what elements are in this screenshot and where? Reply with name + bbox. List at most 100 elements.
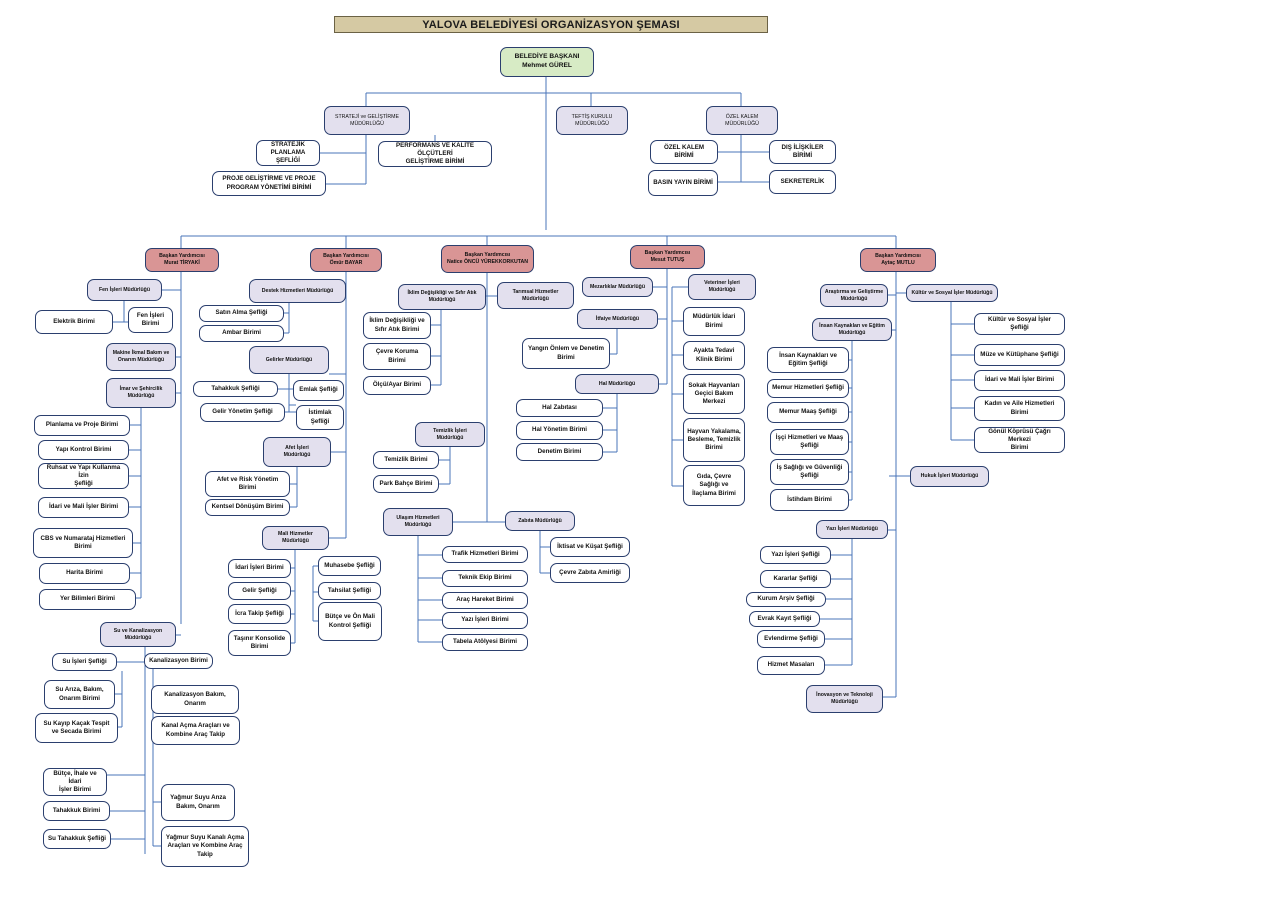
- node-label: Tabela Atölyesi Birimi: [453, 638, 517, 646]
- node-label: Su Arıza, Bakım, Onarım Birimi: [55, 686, 104, 702]
- node-olcu-ayar: Ölçü/Ayar Birimi: [363, 376, 431, 395]
- node-teftis: TEFTİŞ KURULU MÜDÜRLÜĞÜ: [556, 106, 628, 135]
- node-fen-isleri-birimi: Fen İşleri Birimi: [128, 307, 173, 333]
- node-denetim: Denetim Birimi: [516, 443, 603, 461]
- node-label: Çevre Zabıta Amirliği: [559, 568, 621, 576]
- node-label: Sokak Hayvanları Geçici Bakım Merkezi: [688, 381, 740, 406]
- node-temizlik: Temizlik İşleri Müdürlüğü: [415, 422, 485, 447]
- node-satin-alma: Satın Alma Şefliği: [199, 305, 284, 322]
- node-label: PERFORMANS VE KALİTE ÖLÇÜTLERİ GELİŞTİRM…: [395, 141, 475, 166]
- node-evrak-kayit: Evrak Kayıt Şefliği: [749, 611, 820, 627]
- node-idari-mali-1: İdari ve Mali İşler Birimi: [38, 497, 129, 518]
- node-label: Park Bahçe Birimi: [379, 479, 433, 487]
- node-label: PROJE GELİŞTİRME VE PROJE PROGRAM YÖNETİ…: [222, 175, 316, 191]
- node-label: ÖZEL KALEM BİRİMİ: [663, 143, 705, 159]
- node-label: Zabıta Müdürlüğü: [518, 517, 562, 524]
- node-label: Gönül Köprüsü Çağrı Merkezi Birimi: [988, 427, 1051, 452]
- node-ulasim: Ulaşım Hizmetleri Müdürlüğü: [383, 508, 453, 536]
- node-label: İş Sağlığı ve Güvenliği Şefliği: [776, 463, 843, 479]
- node-label: Mezarlıklar Müdürlüğü: [589, 283, 646, 290]
- node-veteriner: Veteriner İşleri Müdürlüğü: [688, 274, 756, 300]
- node-idari-isleri: İdari İşleri Birimi: [228, 559, 291, 578]
- node-inovasyon: İnovasyon ve Teknoloji Müdürlüğü: [806, 685, 883, 713]
- node-label: Kadın ve Aile Hizmetleri Birimi: [984, 400, 1055, 416]
- node-label: Müdürlük İdari Birimi: [692, 313, 736, 329]
- node-label: Afet İşleri Müdürlüğü: [283, 445, 311, 458]
- node-label: Planlama ve Proje Birimi: [45, 421, 119, 429]
- node-label: Veteriner İşleri Müdürlüğü: [704, 280, 740, 293]
- node-by3: Başkan Yardımcısı Natice ÖNCÜ YÜREKKORKU…: [441, 245, 534, 273]
- node-label: Kültür ve Sosyal İşler Müdürlüğü: [911, 289, 993, 296]
- node-label: İnsan Kaynakları ve Eğitim Müdürlüğü: [819, 322, 885, 336]
- node-harita: Harita Birimi: [39, 563, 130, 584]
- node-label: Başkan Yardımcısı Ömür BAYAR: [323, 253, 369, 266]
- node-ambar: Ambar Birimi: [199, 325, 284, 342]
- node-label: Yer Bilimleri Birimi: [59, 595, 116, 603]
- node-yer-bilimleri: Yer Bilimleri Birimi: [39, 589, 136, 610]
- node-label: Hal Yönetim Birimi: [532, 426, 587, 434]
- node-label: Yangın Önlem ve Denetim Birimi: [528, 345, 604, 361]
- node-label: TEFTİŞ KURULU MÜDÜRLÜĞÜ: [571, 113, 613, 127]
- node-arastirma: Araştırma ve Geliştirme Müdürlüğü: [820, 284, 888, 307]
- node-icra: İcra Takip Şefliği: [228, 604, 291, 624]
- node-label: Afet ve Risk Yönetim Birimi: [216, 475, 279, 491]
- node-label: İklim Değişikliği ve Sıfır Atık Birimi: [369, 317, 425, 333]
- node-trafik: Trafik Hizmetleri Birimi: [442, 546, 528, 563]
- node-cevre-zabita: Çevre Zabıta Amirliği: [550, 563, 630, 583]
- node-hal-yonetim: Hal Yönetim Birimi: [516, 421, 603, 440]
- node-idari-mali-2: İdari ve Mali İşler Birimi: [974, 370, 1065, 391]
- node-label: Yağmur Suyu Anza Bakım, Onarım: [170, 794, 226, 810]
- node-label: İşçi Hizmetleri ve Maaş Şefliği: [775, 433, 844, 449]
- node-label: Temizlik İşleri Müdürlüğü: [433, 427, 467, 441]
- node-kentsel: Kentsel Dönüşüm Birimi: [205, 499, 290, 516]
- node-gonul: Gönül Köprüsü Çağrı Merkezi Birimi: [974, 427, 1065, 453]
- node-iklim: İklim Değişikliği ve Sıfır Atık Müdürlüğ…: [398, 284, 486, 310]
- node-planlama-proje: Planlama ve Proje Birimi: [34, 415, 130, 436]
- node-isci: İşçi Hizmetleri ve Maaş Şefliği: [770, 429, 849, 455]
- node-label: Gelir Şefliği: [242, 586, 277, 594]
- node-yazi-isleri-mud: Yazı İşleri Müdürlüğü: [816, 520, 888, 539]
- node-iklim-birimi: İklim Değişikliği ve Sıfır Atık Birimi: [363, 312, 431, 339]
- node-label: Kararlar Şefliği: [773, 574, 818, 582]
- node-label: Memur Hizmetleri Şefliği: [772, 384, 844, 392]
- node-memur-hizmetleri: Memur Hizmetleri Şefliği: [767, 379, 849, 398]
- node-imar: İmar ve Şehircilik Müdürlüğü: [106, 378, 176, 408]
- node-ozel-kalem-mud: ÖZEL KALEM MÜDÜRLÜĞÜ: [706, 106, 778, 135]
- node-gida: Gıda, Çevre Sağlığı ve İlaçlama Birimi: [683, 465, 745, 506]
- node-strateji: STRATEJİ ve GELİŞTİRME MÜDÜRLÜĞÜ: [324, 106, 410, 135]
- node-butce-ihale: Bütçe, İhale ve İdari İşler Birimi: [43, 768, 107, 796]
- node-label: Gelir Yönetim Şefliği: [212, 408, 273, 416]
- node-kanal-acma: Kanal Açma Araçları ve Kombine Araç Taki…: [151, 716, 240, 745]
- node-su-tahakkuk: Su Tahakkuk Şefliği: [43, 829, 111, 849]
- node-label: Trafik Hizmetleri Birimi: [451, 550, 519, 558]
- node-kultur: Kültür ve Sosyal İşler Müdürlüğü: [906, 284, 998, 302]
- node-su-isleri: Su İşleri Şefliği: [52, 653, 117, 671]
- node-by2: Başkan Yardımcısı Ömür BAYAR: [310, 248, 382, 272]
- node-label: İdari İşleri Birimi: [235, 564, 284, 572]
- node-ayakta-tedavi: Ayakta Tedavi Klinik Birimi: [683, 341, 745, 370]
- node-label: İnovasyon ve Teknoloji Müdürlüğü: [816, 692, 873, 705]
- node-stratejik-planlama: STRATEJİK PLANLAMA ŞEFLİĞİ: [256, 140, 320, 166]
- node-by5: Başkan Yardımcısı Aytaç MUTLU: [860, 248, 936, 272]
- node-by1: Başkan Yardımcısı Murat TİRYAKİ: [145, 248, 219, 272]
- node-label: Araştırma ve Geliştirme Müdürlüğü: [824, 288, 884, 302]
- node-label: Başkan Yardımcısı Murat TİRYAKİ: [159, 253, 205, 266]
- node-label: Su Kayıp Kaçak Tespit ve Secada Birimi: [43, 719, 110, 735]
- node-label: İmar ve Şehircilik Müdürlüğü: [119, 386, 163, 399]
- node-label: Yazı İşleri Müdürlüğü: [826, 526, 878, 533]
- node-ozel-kalem-birimi: ÖZEL KALEM BİRİMİ: [650, 140, 718, 164]
- node-label: Mali Hizmetler Müdürlüğü: [278, 531, 313, 544]
- node-gelir-yonetim: Gelir Yönetim Şefliği: [200, 403, 285, 422]
- node-label: Hayvan Yakalama, Besleme, Temizlik Birim…: [687, 427, 741, 452]
- node-label: SEKRETERLİK: [780, 177, 825, 185]
- node-label: Evrak Kayıt Şefliği: [757, 614, 812, 622]
- node-tasinir: Taşınır Konsolide Birimi: [228, 630, 291, 656]
- node-label: Hukuk İşleri Müdürlüğü: [920, 473, 979, 480]
- node-label: Yazı İşleri Birimi: [461, 616, 509, 624]
- node-gelirler: Gelirler Müdürlüğü: [249, 346, 329, 374]
- node-label: Emlak Şefliği: [299, 386, 338, 394]
- node-yapi-kontrol: Yapı Kontrol Birimi: [38, 440, 129, 460]
- node-label: Kültür ve Sosyal İşler Şefliği: [988, 315, 1051, 331]
- node-hukuk: Hukuk İşleri Müdürlüğü: [910, 466, 989, 487]
- node-kadin-aile: Kadın ve Aile Hizmetleri Birimi: [974, 396, 1065, 421]
